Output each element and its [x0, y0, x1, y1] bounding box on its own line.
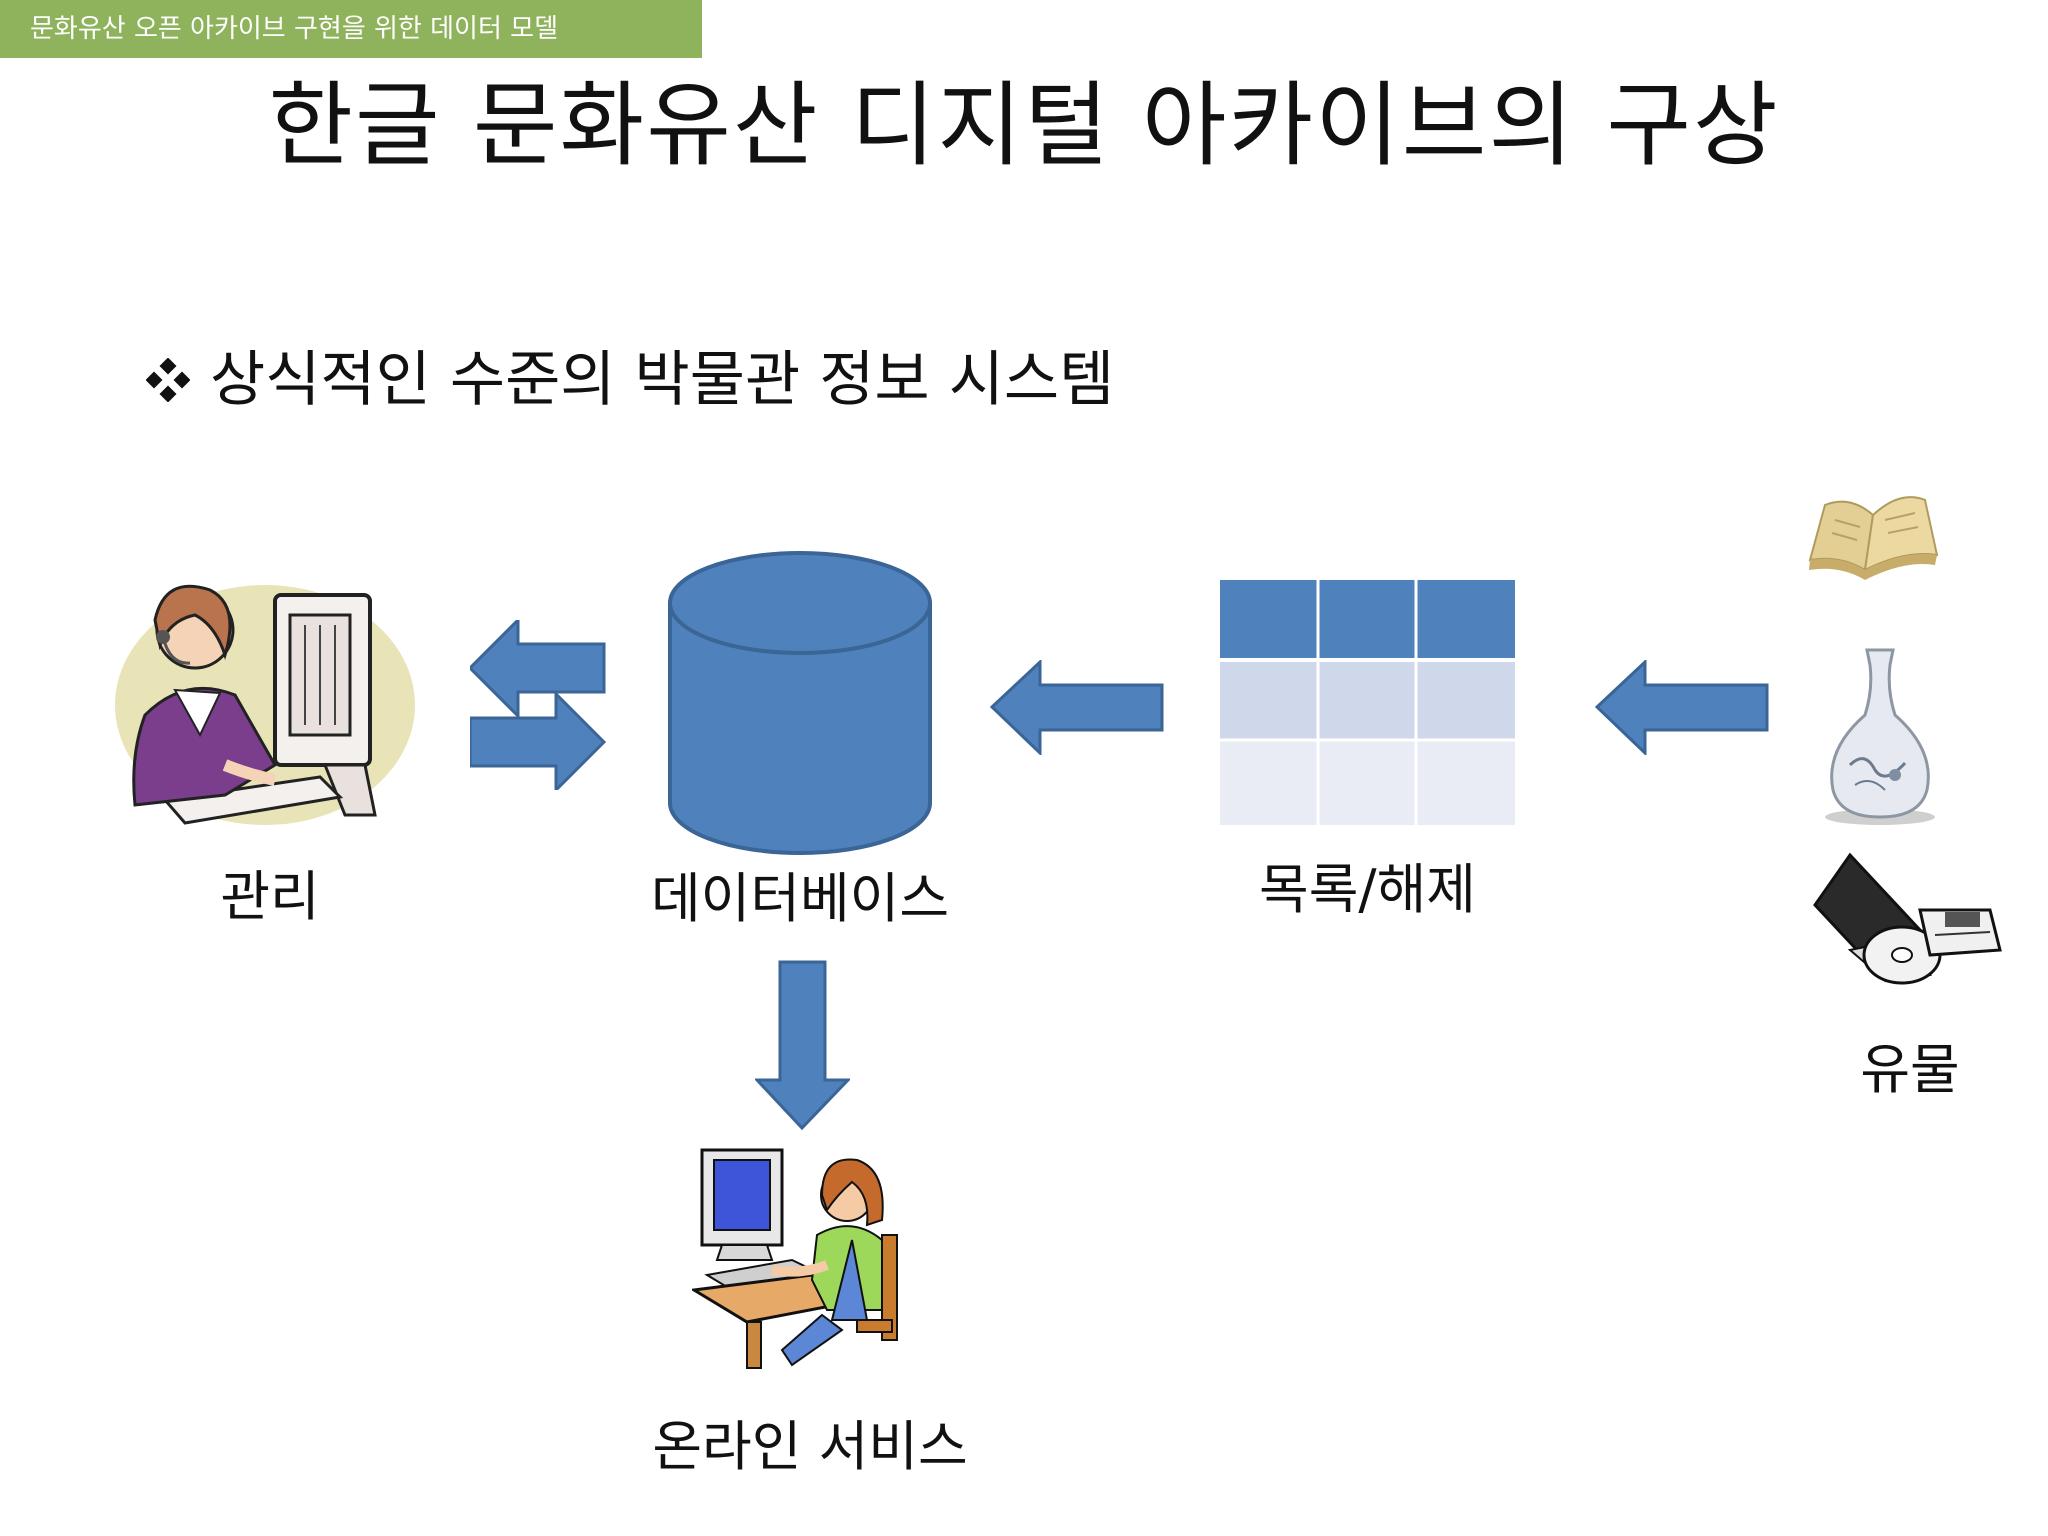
bullet-item: 상식적인 수준의 박물관 정보 시스템	[146, 340, 1114, 420]
cd-and-floppy-icon	[1813, 852, 2002, 985]
node-label-artifacts: 유물	[1860, 1038, 1960, 1101]
bullet-text: 상식적인 수준의 박물관 정보 시스템	[210, 345, 1115, 415]
arrow-down-icon	[755, 960, 850, 1130]
slide-title: 한글 문화유산 디지털 아카이브의 구상	[268, 72, 1780, 179]
book-icon	[1808, 496, 1939, 580]
arrow-left-icon	[1595, 660, 1769, 755]
header-tag: 문화유산 오픈 아카이브 구현을 위한 데이터 모델	[0, 0, 702, 58]
vase-icon	[1825, 648, 1935, 825]
node-label-admin: 관리	[220, 865, 320, 928]
node-label-catalog: 목록/해제	[1259, 858, 1476, 921]
database-cylinder-icon	[668, 551, 932, 855]
operator-icon	[115, 584, 415, 825]
bidirectional-arrow-icon	[470, 620, 607, 790]
node-label-online: 온라인 서비스	[652, 1415, 968, 1478]
online-user-icon	[692, 1148, 898, 1369]
node-label-database: 데이터베이스	[650, 867, 950, 930]
diamond-bullet-icon	[146, 358, 190, 402]
arrow-left-icon	[990, 660, 1164, 755]
catalog-table-icon	[1220, 580, 1515, 825]
